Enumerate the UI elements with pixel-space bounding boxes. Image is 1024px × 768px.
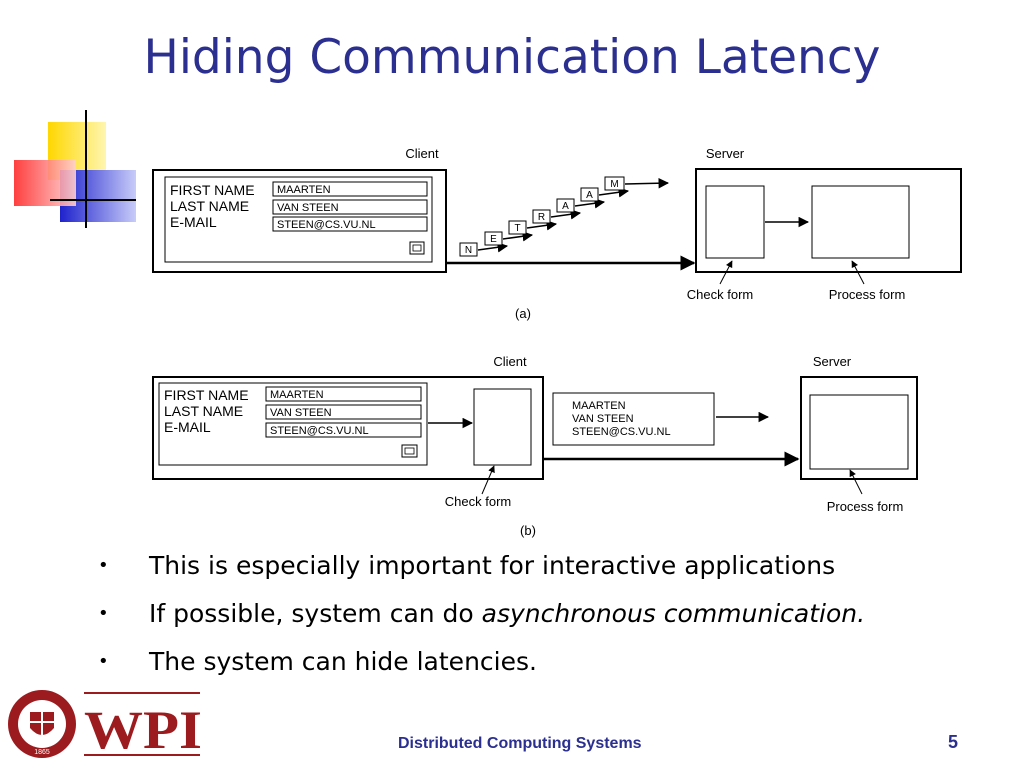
bullet-marker: • [98, 651, 109, 672]
server-label-a: Server [706, 146, 745, 161]
bullet-text: The system can hide latencies. [149, 647, 537, 676]
check-form-label-b: Check form [445, 494, 511, 509]
bullet-text: This is especially important for interac… [149, 551, 836, 580]
page-number: 5 [948, 732, 959, 752]
form-label-last-b: LAST NAME [164, 403, 243, 419]
form-value-email-b: STEEN@CS.VU.NL [270, 425, 369, 437]
diagram-b: Client Server FIRST NAME LAST NAME E-MAI… [152, 354, 918, 538]
process-form-label-b: Process form [827, 499, 904, 514]
caption-b: (b) [520, 523, 536, 538]
process-form-box-b [809, 394, 909, 470]
check-form-box-b [473, 388, 532, 466]
svg-text:1865: 1865 [34, 749, 50, 756]
form-value-last-a: VAN STEEN [277, 202, 339, 214]
footer-course: Distributed Computing Systems [398, 735, 642, 752]
caption-a: (a) [515, 306, 531, 321]
bullet-item: • If possible, system can do asynchronou… [92, 594, 972, 642]
form-value-first-b: MAARTEN [270, 389, 324, 401]
slide-title: Hiding Communication Latency [143, 30, 881, 85]
form-value-last-b: VAN STEEN [270, 407, 332, 419]
bullet-marker: • [98, 555, 109, 576]
letter-t: T [514, 223, 520, 234]
message-box-b [552, 392, 715, 446]
form-label-first-a: FIRST NAME [170, 182, 255, 198]
form-value-first-a: MAARTEN [277, 184, 331, 196]
server-label-b: Server [813, 354, 852, 369]
letter-m: M [610, 179, 618, 190]
client-label-b: Client [493, 354, 527, 369]
form-label-first-b: FIRST NAME [164, 387, 249, 403]
form-value-email-a: STEEN@CS.VU.NL [277, 219, 376, 231]
form-label-last-a: LAST NAME [170, 198, 249, 214]
diagram-a: Client Server FIRST NAME LAST NAME E-MAI… [152, 146, 962, 321]
bullet-text-italic: asynchronous communication. [481, 599, 866, 628]
letter-a1: A [562, 201, 569, 212]
bullet-item: • This is especially important for inter… [92, 546, 972, 594]
wpi-logo: 1865 WPI [8, 690, 202, 760]
process-form-box-a [811, 185, 910, 259]
client-label-a: Client [405, 146, 439, 161]
bullet-item: • The system can hide latencies. [92, 642, 972, 690]
letter-r: R [538, 212, 545, 223]
check-form-box-a [705, 185, 765, 259]
bullet-list: • This is especially important for inter… [92, 546, 972, 690]
letter-a2: A [586, 190, 593, 201]
form-label-email-a: E-MAIL [170, 214, 217, 230]
form-label-email-b: E-MAIL [164, 419, 211, 435]
message-line-3: STEEN@CS.VU.NL [572, 426, 671, 438]
message-line-2: VAN STEEN [572, 413, 634, 425]
check-form-label-a: Check form [687, 287, 753, 302]
wpi-wordmark: WPI [84, 700, 202, 760]
process-form-label-a: Process form [829, 287, 906, 302]
bullet-text: If possible, system can do asynchronous … [149, 594, 865, 634]
letter-e: E [490, 234, 497, 245]
bullet-text-plain: If possible, system can do [149, 599, 482, 628]
message-line-1: MAARTEN [572, 400, 626, 412]
decorative-squares [14, 110, 136, 228]
bullet-marker: • [98, 603, 109, 624]
letter-packets: N E T R A A M [459, 176, 670, 257]
letter-n: N [465, 245, 472, 256]
